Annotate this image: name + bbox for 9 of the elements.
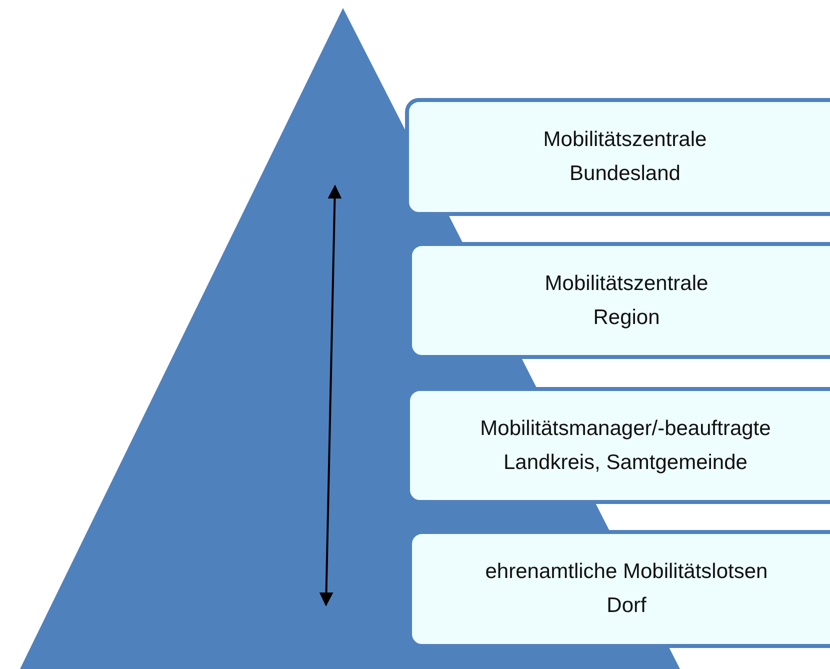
level-title: Mobilitätsmanager/-beauftragte [480, 416, 771, 442]
level-title: Mobilitätszentrale [543, 127, 707, 153]
level-title: ehrenamtliche Mobilitätslotsen [485, 559, 768, 585]
level-box [405, 98, 830, 216]
level-scope: Region [593, 304, 660, 330]
level-scope: Bundesland [570, 161, 680, 187]
level-scope: Landkreis, Samtgemeinde [504, 450, 748, 476]
level-title: Mobilitätszentrale [544, 270, 708, 296]
level-scope: Dorf [606, 593, 646, 619]
